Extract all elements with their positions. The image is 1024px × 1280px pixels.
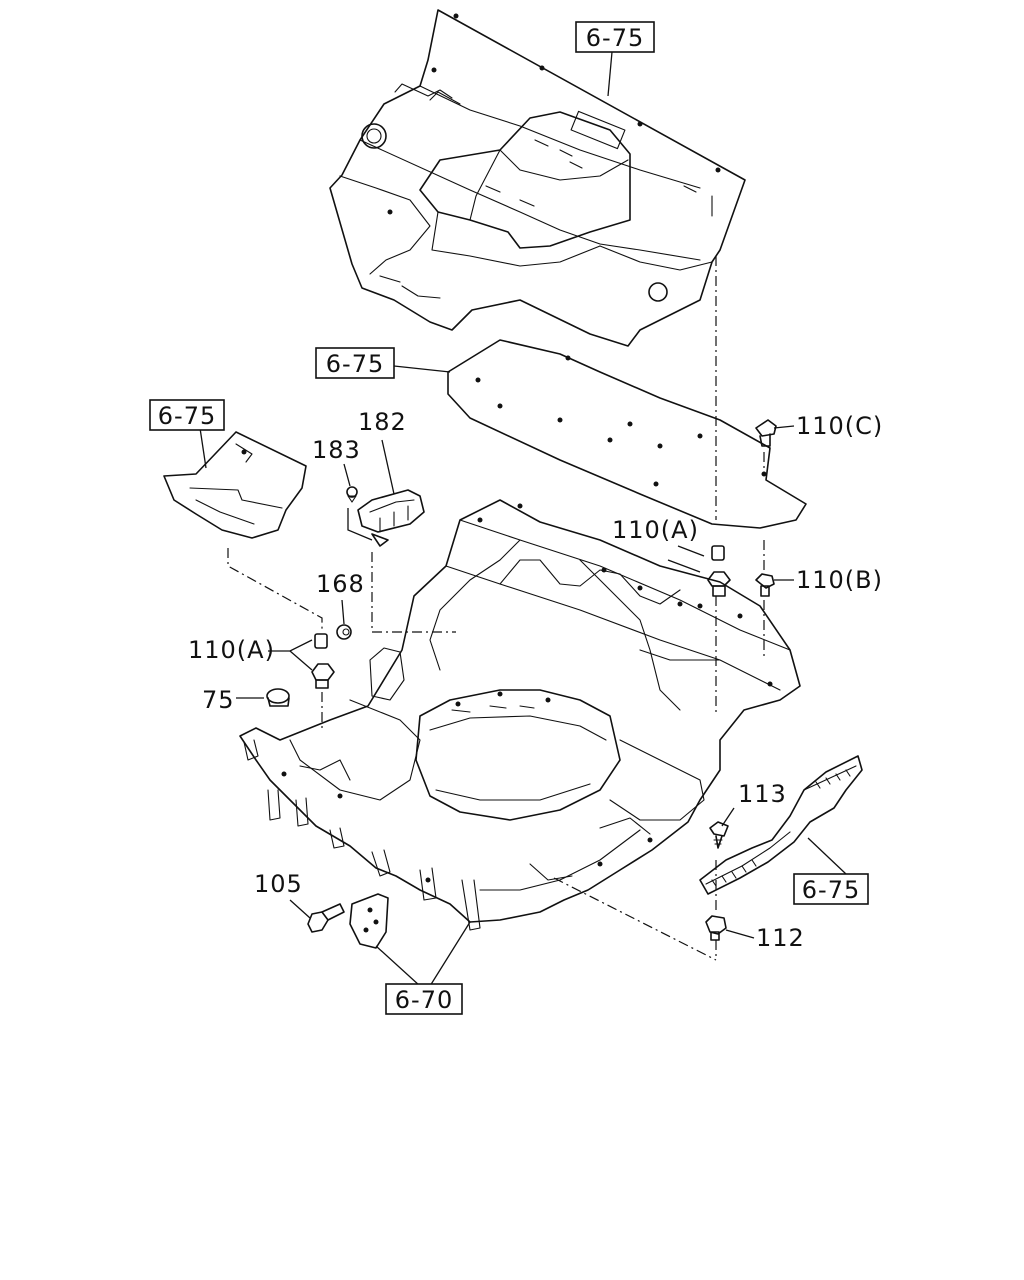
part-label-168: 168 xyxy=(316,570,365,598)
ref-left-label: 6-75 xyxy=(158,402,216,430)
alignment-lines xyxy=(227,256,765,961)
right-sill-trim xyxy=(699,755,863,895)
fastener-110c xyxy=(755,419,777,447)
part-label-110a-left: 110(A) xyxy=(188,636,275,664)
part-label-110b: 110(B) xyxy=(796,566,883,594)
part-label-110a-right: 110(A) xyxy=(612,516,699,544)
part-label-112: 112 xyxy=(756,924,805,952)
flat-insulator-sheet xyxy=(447,339,807,529)
grommet-75 xyxy=(266,688,290,707)
reference-box-right: 6-75 xyxy=(793,873,869,905)
ref-mid-label: 6-75 xyxy=(326,350,384,378)
ref-bottom-label: 6-70 xyxy=(395,986,453,1014)
part-label-75: 75 xyxy=(202,686,235,714)
upper-floor-insulator xyxy=(329,9,746,347)
reference-box-left: 6-75 xyxy=(149,399,225,431)
part-label-183: 183 xyxy=(312,436,361,464)
fastener-110a-right xyxy=(707,545,731,597)
leader-lines xyxy=(199,51,847,987)
clip-112 xyxy=(705,915,727,941)
bracket-plate-6-70 xyxy=(349,893,389,949)
part-label-182: 182 xyxy=(358,408,407,436)
part-label-113: 113 xyxy=(738,780,787,808)
ref-top-label: 6-75 xyxy=(586,24,644,52)
reference-box-bottom: 6-70 xyxy=(385,983,463,1015)
fastener-110b xyxy=(755,573,775,597)
screw-113 xyxy=(709,821,729,849)
fastener-168 xyxy=(336,624,352,640)
bracket-assembly-182 xyxy=(346,486,425,547)
main-floor-panel xyxy=(239,499,801,931)
ref-right-label: 6-75 xyxy=(802,876,860,904)
part-label-110c: 110(C) xyxy=(796,412,883,440)
fastener-110a-left xyxy=(311,633,335,689)
reference-box-mid: 6-75 xyxy=(315,347,395,379)
left-small-insulator xyxy=(163,431,307,539)
part-label-105: 105 xyxy=(254,870,303,898)
bolt-105 xyxy=(307,903,345,933)
reference-box-top: 6-75 xyxy=(575,21,655,53)
